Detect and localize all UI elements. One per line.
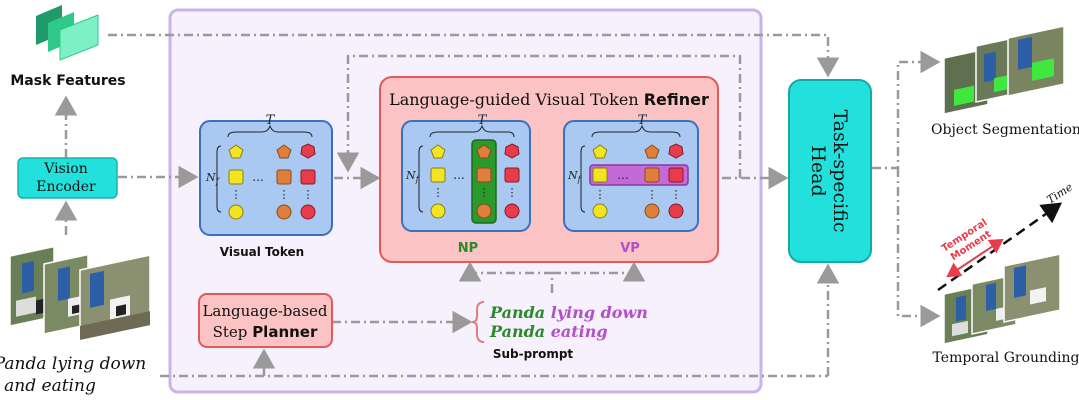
np-token-grid: T Nf ... ⋮ ⋮ ⋮ — [405, 113, 520, 224]
svg-text:...: ... — [453, 168, 464, 182]
segmentation-frames — [943, 25, 1065, 115]
svg-text:Task-specific: Task-specific — [829, 109, 851, 232]
input-query-line1: Panda lying down — [0, 354, 146, 374]
task-head-box — [788, 79, 872, 263]
vp-highlight-row — [589, 164, 689, 186]
svg-text:T: T — [478, 113, 488, 128]
svg-text:⋮: ⋮ — [671, 188, 682, 201]
svg-text:⋮: ⋮ — [479, 186, 490, 199]
temporal-grounding-label: Temporal Grounding — [933, 350, 1079, 366]
planner-box — [198, 293, 333, 348]
vision-encoder-box — [17, 157, 118, 199]
svg-text:⋮: ⋮ — [231, 188, 242, 201]
subprompt-label: Sub-prompt — [493, 347, 574, 361]
planner-label-line1: Language-based — [202, 302, 327, 320]
svg-text:Nf: Nf — [405, 169, 421, 184]
vp-label: VP — [620, 241, 640, 256]
flow-arrows — [54, 33, 941, 378]
input-query-line2: and eating — [4, 376, 96, 396]
task-head-label: Task-specific Head — [807, 109, 851, 232]
subprompt-brace — [471, 301, 485, 343]
grounding-frames — [943, 253, 1061, 345]
svg-text:T: T — [266, 113, 276, 128]
time-label: Time — [1045, 180, 1076, 206]
refiner-title: Language-guided Visual Token Refiner — [389, 90, 709, 109]
mask-features-label: Mask Features — [10, 73, 125, 89]
visual-token-grid: T Nf ... ⋮ ⋮ ⋮ — [205, 113, 316, 220]
subprompt-1: Panda lying down — [489, 303, 648, 322]
temporal-moment-arrow — [946, 238, 1004, 278]
planner-label-line2: Step Planner — [213, 323, 318, 341]
svg-text:Nf: Nf — [205, 171, 221, 186]
subprompt-2: Panda eating — [489, 322, 608, 341]
svg-text:⋮: ⋮ — [433, 186, 444, 199]
vision-encoder-label-line2: Encoder — [36, 179, 96, 195]
object-segmentation-label: Object Segmentation — [931, 122, 1079, 138]
input-video-frames — [9, 245, 151, 341]
np-label: NP — [458, 241, 478, 256]
svg-text:...: ... — [617, 168, 628, 182]
vp-token-grid: T Nf ... ⋮ ⋮ ⋮ — [567, 113, 689, 219]
svg-text:Head: Head — [807, 145, 829, 196]
vision-encoder-label-line1: Vision — [43, 161, 87, 177]
visual-token-label: Visual Token — [220, 245, 304, 259]
svg-text:Nf: Nf — [567, 169, 583, 184]
temporal-moment-label: Temporal Moment — [940, 217, 994, 263]
svg-text:...: ... — [252, 170, 263, 184]
svg-text:⋮: ⋮ — [303, 188, 314, 201]
svg-text:⋮: ⋮ — [647, 188, 658, 201]
svg-text:⋮: ⋮ — [279, 188, 290, 201]
mask-features-icon — [36, 5, 99, 61]
svg-text:⋮: ⋮ — [507, 186, 518, 199]
svg-text:⋮: ⋮ — [595, 188, 606, 201]
svg-text:T: T — [638, 113, 648, 128]
